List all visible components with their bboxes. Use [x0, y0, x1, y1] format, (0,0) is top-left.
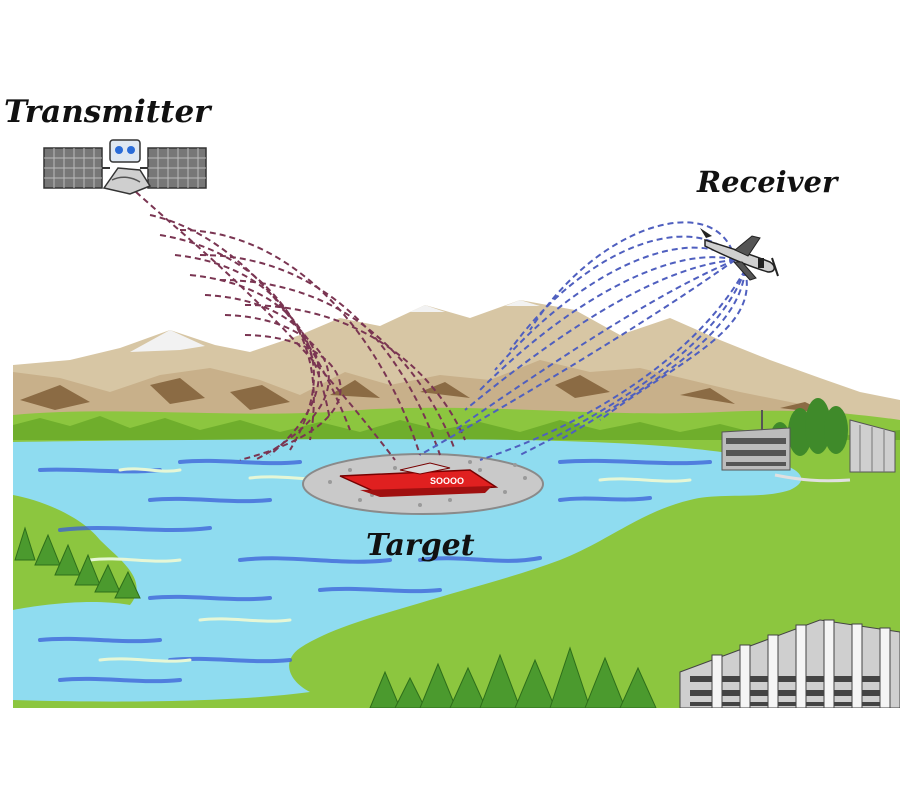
target-label: Target — [366, 528, 475, 563]
water-streaks — [38, 458, 712, 684]
building-right-back — [721, 410, 896, 483]
tree-cluster-bottom — [369, 646, 657, 708]
mountain-shading — [20, 375, 830, 414]
water-highlights — [88, 467, 692, 663]
tree-cluster-left — [14, 526, 141, 599]
lake — [13, 439, 802, 702]
receiver-label: Receiver — [697, 165, 838, 199]
footprint-speckle — [328, 460, 527, 507]
transmitter-waves — [135, 191, 466, 461]
satellite-icon — [43, 139, 207, 195]
airplane-icon — [700, 228, 779, 281]
building-bottom-right — [679, 619, 900, 708]
mountain-snow — [130, 300, 540, 352]
boat-icon: SOOOO — [339, 462, 499, 497]
transmitter-label: Transmitter — [4, 94, 211, 130]
boat-hull-text: SOOOO — [430, 476, 464, 486]
